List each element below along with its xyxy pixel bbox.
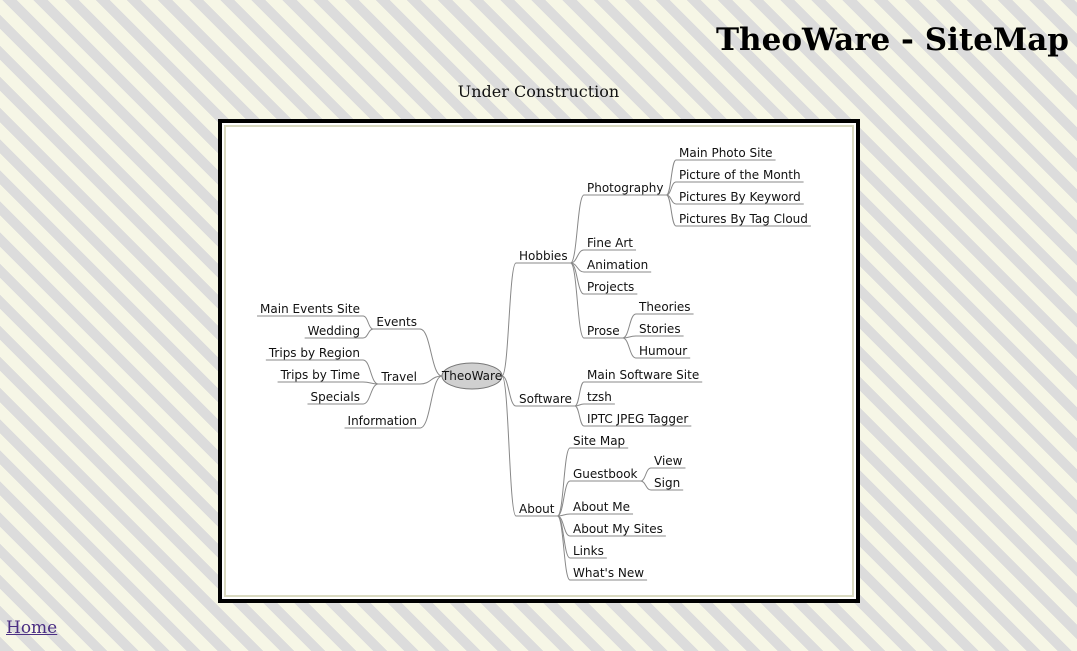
sitemap-node-picture-of-the-month[interactable]: Picture of the Month xyxy=(676,168,804,183)
sitemap-node-trips-by-time[interactable]: Trips by Time xyxy=(277,368,363,383)
sitemap-node-what-s-new[interactable]: What's New xyxy=(570,566,648,581)
sitemap-node-main-photo-site[interactable]: Main Photo Site xyxy=(676,146,776,161)
sitemap-node-stories[interactable]: Stories xyxy=(636,322,684,337)
sitemap-node-label: About xyxy=(519,502,555,516)
sitemap-node-label: Specials xyxy=(311,390,361,404)
sitemap-node-label: Picture of the Month xyxy=(679,168,801,182)
sitemap-node-label: Main Photo Site xyxy=(679,146,773,160)
sitemap-mindmap: TheoWare Hobbies Photography Main Photo Si… xyxy=(257,146,811,581)
sitemap-node-label: View xyxy=(654,454,683,468)
page-subtitle: Under Construction xyxy=(457,82,620,101)
sitemap-center-node[interactable]: TheoWare xyxy=(441,362,503,390)
sitemap-node-label: Projects xyxy=(587,280,634,294)
sitemap-node-label: Humour xyxy=(639,344,687,358)
sitemap-node-label: Travel xyxy=(380,370,417,384)
sitemap-node-events[interactable]: Events xyxy=(373,315,420,330)
sitemap-node-wedding[interactable]: Wedding xyxy=(304,324,363,339)
sitemap-node-label: Pictures By Tag Cloud xyxy=(679,212,808,226)
sitemap-node-main-events-site[interactable]: Main Events Site xyxy=(257,302,363,317)
sitemap-node-pictures-by-keyword[interactable]: Pictures By Keyword xyxy=(676,190,804,205)
sitemap-node-label: About My Sites xyxy=(573,522,663,536)
sitemap-node-site-map[interactable]: Site Map xyxy=(570,434,629,449)
sitemap-center-ellipse xyxy=(441,362,503,390)
sitemap-node-label: Sign xyxy=(654,476,680,490)
sitemap-node-information[interactable]: Information xyxy=(344,414,420,429)
sitemap-node-label: Site Map xyxy=(573,434,625,448)
sitemap-node-main-software-site[interactable]: Main Software Site xyxy=(584,368,703,383)
sitemap-node-fine-art[interactable]: Fine Art xyxy=(584,236,637,251)
sitemap-node-links[interactable]: Links xyxy=(570,544,607,559)
sitemap-node-label: Fine Art xyxy=(587,236,633,250)
sitemap-center-label: TheoWare xyxy=(441,369,502,383)
sitemap-node-about[interactable]: About xyxy=(516,502,558,517)
sitemap-node-label: Software xyxy=(519,392,572,406)
sitemap-node-about-my-sites[interactable]: About My Sites xyxy=(570,522,666,537)
sitemap-node-label: Pictures By Keyword xyxy=(679,190,801,204)
sitemap-node-trips-by-region[interactable]: Trips by Region xyxy=(265,346,363,361)
sitemap-node-label: Wedding xyxy=(308,324,360,338)
sitemap-node-label: About Me xyxy=(573,500,630,514)
sitemap-node-label: Prose xyxy=(587,324,620,338)
sitemap-node-prose[interactable]: Prose xyxy=(584,324,623,339)
sitemap-node-label: Stories xyxy=(639,322,681,336)
sitemap-node-label: IPTC JPEG Tagger xyxy=(587,412,688,426)
sitemap-node-label: Animation xyxy=(587,258,648,272)
sitemap-node-software[interactable]: Software xyxy=(516,392,575,407)
sitemap-node-theories[interactable]: Theories xyxy=(636,300,694,315)
sitemap-node-label: Events xyxy=(376,315,417,329)
sitemap-node-photography[interactable]: Photography xyxy=(584,181,667,196)
sitemap-node-pictures-by-tag-cloud[interactable]: Pictures By Tag Cloud xyxy=(676,212,811,227)
sitemap-node-specials[interactable]: Specials xyxy=(307,390,364,405)
sitemap-image-frame: TheoWare Hobbies Photography Main Photo Si… xyxy=(218,119,860,603)
sitemap-node-label: Information xyxy=(348,414,417,428)
sitemap-node-guestbook[interactable]: Guestbook xyxy=(570,467,641,482)
sitemap-node-label: Guestbook xyxy=(573,467,638,481)
sitemap-node-label: Main Software Site xyxy=(587,368,699,382)
sitemap-node-label: Hobbies xyxy=(519,249,568,263)
sitemap-node-animation[interactable]: Animation xyxy=(584,258,652,273)
sitemap-node-label: Trips by Time xyxy=(280,368,360,382)
sitemap-node-label: Trips by Region xyxy=(268,346,360,360)
sitemap-node-hobbies[interactable]: Hobbies xyxy=(516,249,571,264)
sitemap-node-sign[interactable]: Sign xyxy=(651,476,684,491)
sitemap-node-label: Photography xyxy=(587,181,663,195)
sitemap-node-travel[interactable]: Travel xyxy=(378,370,420,385)
sitemap-node-view[interactable]: View xyxy=(651,454,686,469)
sitemap-node-about-me[interactable]: About Me xyxy=(570,500,634,515)
page-title: TheoWare - SiteMap xyxy=(715,22,1069,58)
sitemap-node-humour[interactable]: Humour xyxy=(636,344,691,359)
sitemap-node-label: Theories xyxy=(638,300,691,314)
sitemap-node-label: tzsh xyxy=(587,390,612,404)
sitemap-node-label: Main Events Site xyxy=(260,302,360,316)
sitemap-node-tzsh[interactable]: tzsh xyxy=(584,390,615,405)
home-link[interactable]: Home xyxy=(6,618,58,638)
sitemap-node-label: Links xyxy=(573,544,604,558)
sitemap-node-projects[interactable]: Projects xyxy=(584,280,638,295)
sitemap-node-label: What's New xyxy=(573,566,644,580)
sitemap-node-iptc-jpeg-tagger[interactable]: IPTC JPEG Tagger xyxy=(584,412,692,427)
